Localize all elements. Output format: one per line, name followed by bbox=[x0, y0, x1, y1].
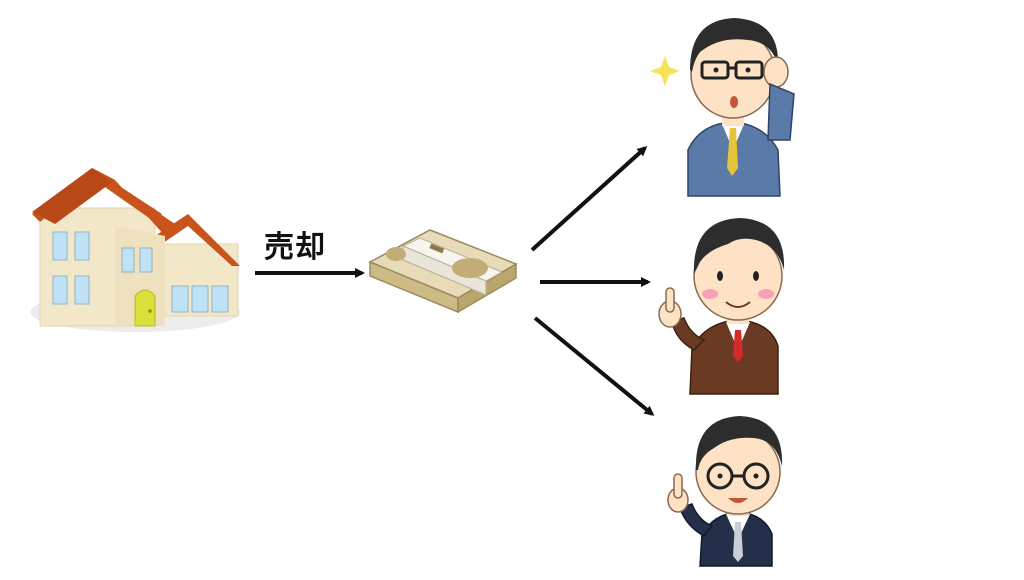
money-bundle-icon bbox=[368, 229, 518, 314]
sale-label: 売却 bbox=[264, 230, 326, 265]
sparkle-icon bbox=[650, 56, 680, 86]
businessman-pointing-icon bbox=[658, 218, 785, 395]
branch-arrow-down bbox=[533, 316, 655, 416]
businessman-glasses-icon bbox=[650, 18, 795, 197]
businessman-round-glasses-icon bbox=[667, 416, 783, 567]
house-icon bbox=[30, 168, 240, 332]
branch-arrow-up bbox=[530, 145, 648, 252]
